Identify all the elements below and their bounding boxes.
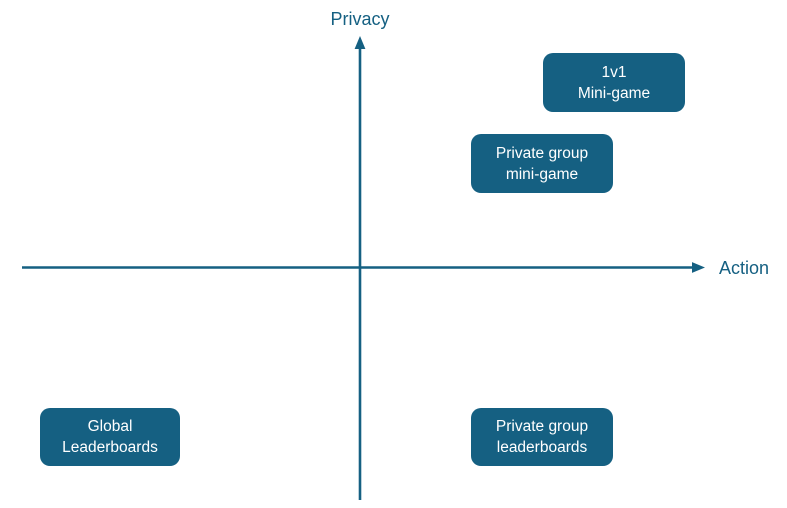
quadrant-box-private-group-leaderboards: Private group leaderboards bbox=[471, 408, 613, 466]
quadrant-box-1v1-mini-game: 1v1 Mini-game bbox=[543, 53, 685, 112]
x-axis-arrowhead-icon bbox=[692, 262, 705, 273]
x-axis-label: Action bbox=[719, 258, 770, 278]
y-axis-arrowhead-icon bbox=[354, 36, 366, 49]
quadrant-box-global-leaderboards: Global Leaderboards bbox=[40, 408, 180, 466]
quadrant-box-private-group-mini-game: Private group mini-game bbox=[471, 134, 613, 193]
y-axis-label: Privacy bbox=[330, 9, 390, 29]
